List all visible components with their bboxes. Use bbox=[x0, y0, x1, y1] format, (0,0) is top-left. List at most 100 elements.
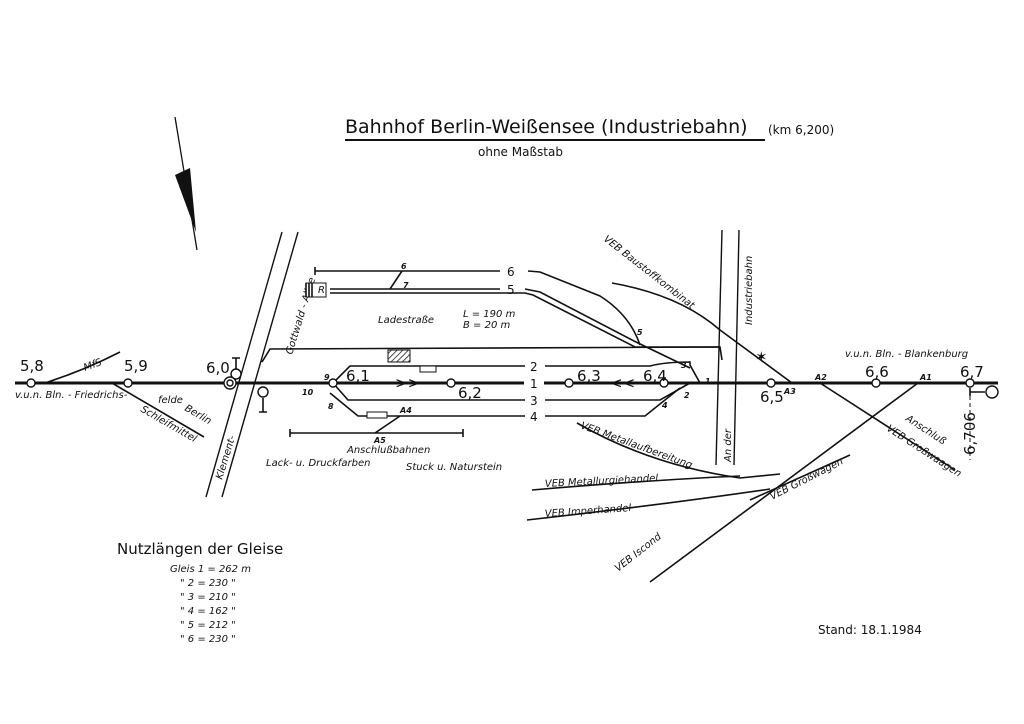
usable-lengths-heading: Nutzlängen der Gleise bbox=[117, 540, 283, 558]
km-label-5-9: 5,9 bbox=[124, 357, 148, 375]
upper-siding bbox=[261, 346, 723, 363]
km-label-6-4: 6,4 bbox=[643, 367, 667, 385]
signal-south-icon bbox=[257, 386, 269, 398]
station-6-4 bbox=[659, 378, 669, 388]
rampe-steps bbox=[305, 283, 313, 297]
switch-a2: A2 bbox=[814, 373, 827, 382]
end-km-label: 6,706 bbox=[961, 412, 979, 455]
switch-4: 4 bbox=[661, 401, 668, 410]
road-label-an-der: An der bbox=[723, 428, 734, 463]
baustoff-label: VEB Baustoffkombinat bbox=[601, 234, 697, 312]
km-label-6-1: 6,1 bbox=[346, 367, 370, 385]
lack-label: Lack- u. Druckfarben bbox=[266, 458, 371, 469]
km-label-6-3: 6,3 bbox=[577, 367, 601, 385]
station-5-9 bbox=[123, 378, 133, 388]
track-number-6: 6 bbox=[507, 265, 515, 279]
km-note: (km 6,200) bbox=[768, 123, 834, 137]
switch-a5: A5 bbox=[373, 436, 386, 445]
track-number-1-gap bbox=[524, 378, 544, 388]
track-5 bbox=[330, 288, 720, 369]
signal-post-south bbox=[259, 398, 267, 413]
direction-arrow-east: >> bbox=[395, 374, 420, 392]
station-6-0 bbox=[226, 379, 234, 387]
stuck-label: Stuck u. Naturstein bbox=[406, 462, 502, 473]
ladestrasse-length: L = 190 m bbox=[463, 309, 516, 320]
iscond-label: VEB Iscond bbox=[613, 531, 664, 574]
crossing-mark-icon: ✶ bbox=[755, 348, 768, 366]
switch-a3: A3 bbox=[783, 387, 796, 396]
diagram-title: Bahnhof Berlin-Weißensee (Industriebahn) bbox=[345, 116, 748, 138]
usable-length-row: Gleis 1 = 262 m bbox=[170, 564, 251, 575]
km-label-6-5: 6,5 bbox=[760, 388, 784, 406]
km-label-6-6: 6,6 bbox=[865, 363, 889, 381]
metallurgiehandel-branch bbox=[531, 475, 741, 491]
switch-9: 9 bbox=[324, 373, 330, 382]
track-6 bbox=[314, 267, 641, 346]
signal-post-north bbox=[232, 357, 240, 370]
ladestrasse-width: B = 20 m bbox=[463, 320, 511, 331]
west-destination-label-2: felde bbox=[158, 395, 183, 406]
imperhandel-branch bbox=[526, 488, 771, 521]
imperhandel-label: VEB Imperhandel bbox=[544, 503, 631, 520]
station-6-6 bbox=[871, 378, 881, 388]
station-6-1 bbox=[328, 378, 338, 388]
station-6-3 bbox=[564, 378, 574, 388]
end-signal-icon bbox=[985, 385, 999, 399]
track-number-5: 5 bbox=[507, 283, 515, 297]
switch-a4: A4 bbox=[399, 406, 412, 415]
station-6-5 bbox=[766, 378, 776, 388]
anschluss-grosswaagen-branch bbox=[819, 382, 956, 471]
usable-length-row: " 5 = 212 " bbox=[180, 620, 236, 631]
switch-6-7-connection bbox=[389, 270, 403, 290]
signal-north-icon bbox=[230, 368, 242, 380]
km-label-5-8: 5,8 bbox=[20, 357, 44, 375]
road-an-der-industriebahn: Industriebahn An der bbox=[715, 229, 755, 466]
track-number-4: 4 bbox=[530, 410, 538, 424]
end-signal-post bbox=[969, 388, 985, 396]
metallurgiehandel-label: VEB Metallurgiehandel bbox=[545, 473, 659, 490]
station-6-7 bbox=[965, 378, 975, 388]
station-markers bbox=[26, 376, 975, 390]
switch-10: 10 bbox=[302, 388, 314, 397]
rampe-label: R bbox=[318, 285, 325, 296]
switch-2: 2 bbox=[684, 391, 690, 400]
track-number-1: 1 bbox=[530, 377, 538, 391]
metallaufbereitung-label: VEB Metallaufbereitung bbox=[579, 420, 694, 471]
switch-1: 1 bbox=[705, 377, 711, 386]
km-label-6-0: 6,0 bbox=[206, 359, 230, 377]
km-label-6-2: 6,2 bbox=[458, 384, 482, 402]
track-4 bbox=[329, 387, 681, 417]
grosswagen-label: VEB Großwagen bbox=[768, 456, 845, 502]
track-number-3: 3 bbox=[530, 394, 538, 408]
switch-6: 6 bbox=[401, 262, 407, 271]
usable-length-row: " 2 = 230 " bbox=[180, 578, 236, 589]
station-6-2 bbox=[446, 378, 456, 388]
scale-note: ohne Maßstab bbox=[478, 145, 563, 159]
mfs-label: MfS bbox=[82, 357, 104, 374]
track-2 bbox=[332, 361, 701, 384]
switch-a1: A1 bbox=[919, 373, 932, 382]
switch-5: 5 bbox=[637, 328, 643, 337]
track-number-2: 2 bbox=[530, 360, 538, 374]
buffer-stop bbox=[419, 365, 437, 373]
berlin-label: Berlin bbox=[183, 403, 214, 427]
km-label-6-7: 6,7 bbox=[960, 363, 984, 381]
grosswagen-branch bbox=[749, 454, 851, 501]
building bbox=[387, 349, 411, 363]
west-destination-label: v.u.n. Bln. - Friedrichs- bbox=[15, 390, 128, 401]
anschlussbahnen-label: Anschlußbahnen bbox=[346, 445, 430, 456]
anschlussbahnen-track bbox=[289, 415, 464, 437]
mfs-branch bbox=[44, 351, 121, 384]
switch-7: 7 bbox=[403, 281, 409, 290]
baustoff-branch bbox=[611, 282, 793, 384]
switch-3: 3 bbox=[681, 361, 687, 370]
ladestrasse-label: Ladestraße bbox=[378, 315, 434, 326]
usable-length-row: " 6 = 230 " bbox=[180, 634, 236, 645]
iscond-branch bbox=[649, 382, 919, 583]
usable-length-row: " 3 = 210 " bbox=[180, 592, 236, 603]
usable-length-row: " 4 = 162 " bbox=[180, 606, 236, 617]
stand-date: Stand: 18.1.1984 bbox=[818, 623, 922, 637]
loading-ramp bbox=[366, 411, 388, 419]
station-5-8 bbox=[26, 378, 36, 388]
